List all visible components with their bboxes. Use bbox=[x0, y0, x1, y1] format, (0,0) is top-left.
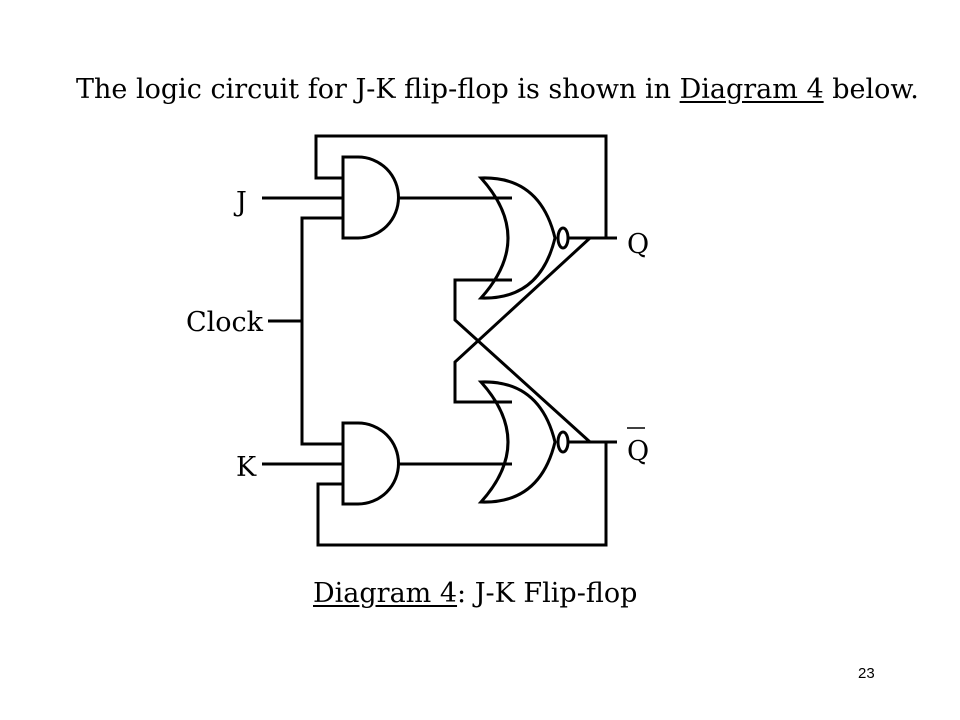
j-input-label: J bbox=[233, 187, 247, 218]
and-gate-bottom bbox=[341, 421, 400, 506]
clock-bus-wire bbox=[300, 216, 343, 446]
nor-gate-bottom bbox=[477, 380, 557, 504]
page-number: 23 bbox=[858, 665, 875, 682]
q-bar-output-label: Q bbox=[627, 436, 649, 467]
cross-coupling-q-to-bottom-nor bbox=[453, 236, 592, 404]
heading-diagram-reference: Diagram 4 bbox=[679, 74, 824, 105]
clock-input-label: Clock bbox=[186, 307, 264, 338]
nor-gate-top bbox=[477, 176, 557, 300]
nor-bottom-inversion-bubble bbox=[556, 430, 570, 454]
feedback-qbar-to-bottom-and bbox=[316, 442, 608, 547]
caption-diagram-reference: Diagram 4 bbox=[313, 578, 458, 609]
page-heading: The logic circuit for J-K flip-flop is s… bbox=[76, 74, 919, 105]
feedback-q-to-top-and bbox=[314, 134, 608, 238]
and-gate-top bbox=[341, 155, 400, 240]
nor-top-inversion-bubble bbox=[556, 226, 570, 250]
q-output-label: Q bbox=[627, 229, 649, 260]
heading-text-before: The logic circuit for J-K flip-flop is s… bbox=[76, 74, 680, 105]
heading-text-after: below. bbox=[823, 74, 919, 105]
k-input-label: K bbox=[236, 452, 257, 483]
caption-title: : J-K Flip-flop bbox=[457, 578, 638, 609]
diagram-caption: Diagram 4: J-K Flip-flop bbox=[313, 578, 637, 609]
cross-coupling-qbar-to-top-nor bbox=[453, 278, 592, 444]
